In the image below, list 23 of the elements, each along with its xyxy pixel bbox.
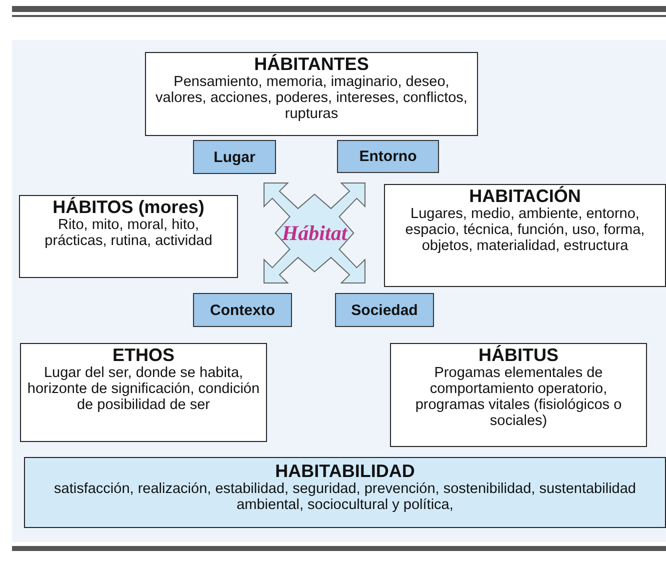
box-heading: HABITABILIDAD (275, 462, 415, 481)
concept-box (145, 52, 478, 136)
box-heading: HÁBITANTES (254, 55, 369, 74)
concept-box (384, 184, 666, 287)
box-text: Progamas elementales de comportamiento operatorio, programas vitales (fisiológicos o sociales) (414, 365, 623, 429)
box-text: Rito, mito, moral, hito, prácticas, rutina, actividad (44, 217, 214, 249)
summary-band (24, 457, 666, 528)
box-heading: ETHOS (112, 346, 174, 365)
concept-box (20, 343, 267, 442)
box-text: Pensamiento, memoria, imaginario, deseo, valores, acciones, poderes, intereses, conflictos, rupturas (154, 74, 468, 122)
box-text: Lugar del ser, donde se habita, horizonte de significación, condición de posibilidad de ser (27, 365, 260, 413)
keyword-box: Contexto (193, 293, 292, 327)
box-text: Lugares, medio, ambiente, entorno, espacio, técnica, función, uso, forma, objetos, materialidad, estructura (404, 206, 646, 254)
box-heading: HABITACIÓN (469, 187, 581, 206)
box-heading: HÁBITOS (mores) (52, 198, 204, 217)
keyword-box: Sociedad (335, 293, 434, 327)
box-text: satisfacción, realización, estabilidad, seguridad, prevención, sostenibilidad, sustentabilidad ambiental, sociocultural y política, (53, 481, 637, 513)
keyword-box: Entorno (337, 140, 439, 173)
concept-box (390, 343, 647, 447)
concept-box (19, 195, 238, 278)
center-label: Hábitat (282, 220, 348, 246)
box-heading: HÁBITUS (478, 346, 558, 365)
keyword-box: Lugar (193, 140, 276, 174)
